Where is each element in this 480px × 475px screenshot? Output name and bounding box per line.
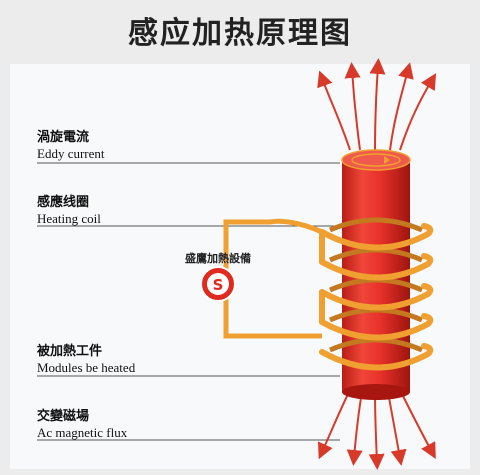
label-modules-heated: 被加熱工件 Modules be heated (37, 344, 135, 375)
logo-text: 盛鷹加熱設備 (185, 251, 251, 265)
logo-glyph: S (213, 276, 224, 294)
coil-leads (223, 218, 324, 339)
label-flux-zh: 交變磁場 (37, 409, 90, 424)
label-magnetic-flux: 交變磁場 Ac magnetic flux (37, 409, 127, 440)
label-heating-coil: 感應线圈 Heating coil (37, 195, 101, 226)
label-flux-en: Ac magnetic flux (37, 425, 128, 440)
label-coil-en: Heating coil (37, 211, 101, 226)
label-modules-zh: 被加熱工件 (37, 344, 103, 359)
label-modules-en: Modules be heated (37, 360, 136, 375)
diagram-title: 感应加热原理图 (128, 16, 352, 51)
label-eddy-zh: 渦旋電流 (37, 130, 90, 145)
flux-arrows-top (317, 58, 437, 151)
flux-arrows-bottom (318, 389, 436, 470)
label-coil-zh: 感應线圈 (37, 195, 90, 210)
label-eddy-en: Eddy current (37, 146, 105, 161)
heating-coil (319, 223, 434, 371)
label-eddy-current: 渦旋電流 Eddy current (37, 130, 105, 161)
logo-badge: S 盛鷹加熱設備 (185, 251, 251, 302)
